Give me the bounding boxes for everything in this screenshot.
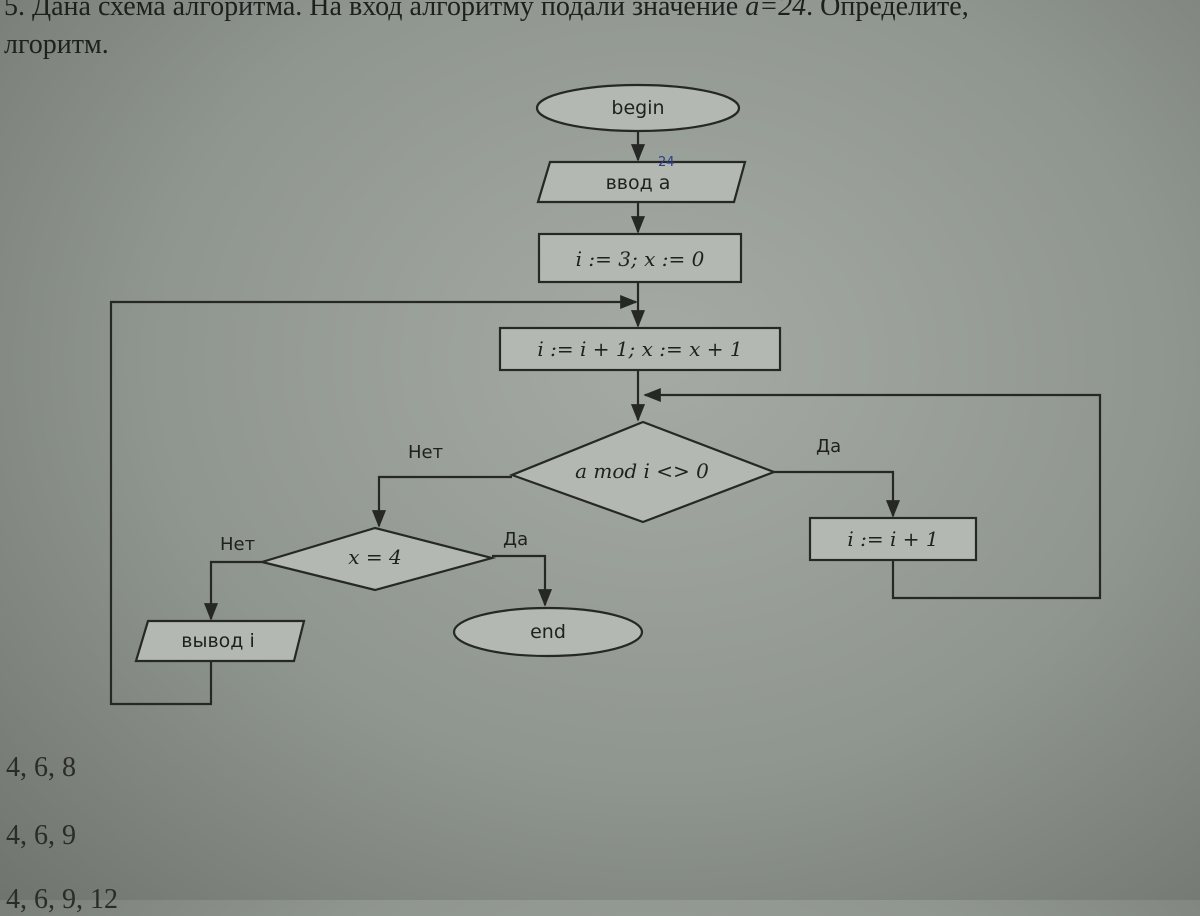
begin-label: begin: [611, 97, 664, 119]
end-label: end: [530, 621, 566, 643]
input-block: [536, 160, 747, 204]
loop-back-to-increment: [109, 294, 638, 706]
increment-label: i := i + 1; x := x + 1: [537, 337, 742, 361]
loop-back-to-condition: [643, 387, 1102, 600]
x-no-label: Нет: [220, 534, 255, 555]
task-text: 5. Дана схема алгоритма. На вход алгорит…: [4, 0, 746, 22]
arrow-mod-no: [371, 475, 512, 528]
task-text-end: . Определите,: [806, 0, 969, 22]
answer-option-3: 4, 6, 9, 12: [6, 884, 118, 915]
output-block: [134, 619, 306, 663]
arrow-mod-yes: [774, 470, 901, 518]
arrow-x-no: [203, 560, 262, 621]
x-condition: [257, 526, 497, 592]
input-label: ввод a: [606, 172, 671, 194]
answer-option-1: 4, 6, 8: [6, 752, 76, 783]
init-block: [537, 232, 743, 284]
handwritten-note: 24: [658, 155, 675, 170]
input-value: a=24: [745, 0, 807, 22]
x-condition-label: x = 4: [348, 545, 401, 569]
mod-yes-label: Да: [816, 436, 841, 457]
init-label: i := 3; x := 0: [576, 247, 705, 271]
increment-i-block: [808, 516, 978, 562]
begin-terminator: [535, 83, 741, 133]
task-line-1: 5. Дана схема алгоритма. На вход алгорит…: [4, 0, 969, 26]
connectors: [109, 131, 1102, 706]
output-label: вывод i: [181, 630, 254, 652]
end-terminator: [452, 606, 644, 658]
increment-block: [498, 326, 782, 372]
task-line-2: лгоритм.: [4, 29, 109, 60]
mod-condition: [508, 420, 778, 524]
arrow-x-yes: [492, 554, 553, 607]
x-yes-label: Да: [503, 529, 528, 550]
mod-condition-label: a mod i <> 0: [575, 459, 709, 483]
increment-i-label: i := i + 1: [847, 527, 938, 551]
answer-option-2: 4, 6, 9: [6, 820, 76, 851]
mod-no-label: Нет: [408, 442, 443, 463]
